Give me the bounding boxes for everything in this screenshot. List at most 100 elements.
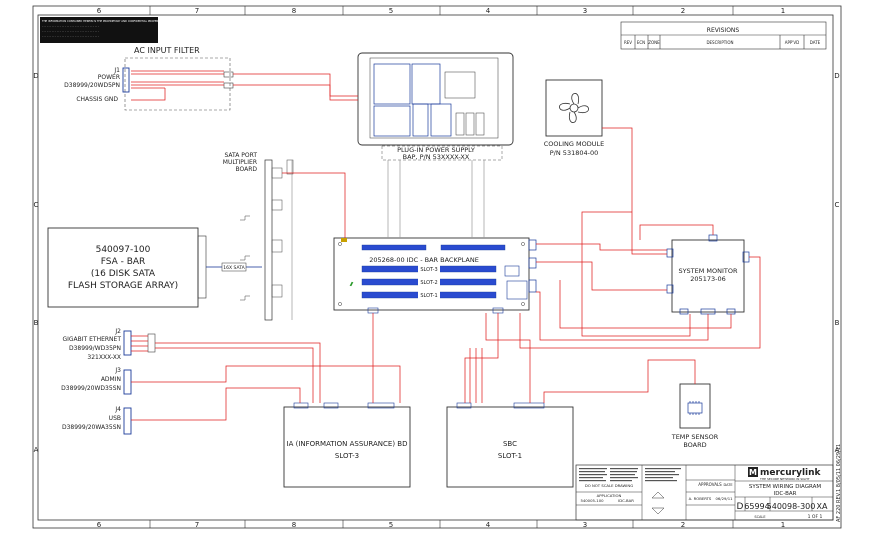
zone-row-label: B xyxy=(34,319,39,327)
j4-part-number: D38999/20WA35SN xyxy=(62,424,121,431)
backplane-header xyxy=(504,265,520,277)
zone-row-label: C xyxy=(835,201,840,209)
zone-col-label: 3 xyxy=(583,7,587,15)
backplane-side-connector xyxy=(528,239,537,251)
scale-label: SCALE xyxy=(754,515,765,519)
sata-multiplier-board: SATA PORT MULTIPLIER BOARD xyxy=(223,152,294,321)
slot-1-label: SLOT-1 xyxy=(420,293,437,299)
next-assy: 540005-100 xyxy=(580,498,604,503)
rev-col-header: DATE xyxy=(810,40,821,45)
zone-col-label: 1 xyxy=(781,7,785,15)
zone-col-label: 1 xyxy=(781,521,785,529)
idc-backplane: 205268-00 IDC - BAR BACKPLANE SLOT-3 SLO… xyxy=(333,237,537,314)
chip-icon xyxy=(687,401,703,415)
psu-heatsink xyxy=(444,71,476,99)
panel-connector-j2: J2 GIGABIT ETHERNET D38999/WD35PN 321XXX… xyxy=(62,328,156,361)
zone-row-label: A xyxy=(835,446,840,454)
j4-connector xyxy=(123,407,132,435)
monitor-connector xyxy=(700,308,716,315)
zone-col-label: 4 xyxy=(486,7,491,15)
j3-label: J3 xyxy=(114,367,121,374)
drawing-subtitle: IDC-BAR xyxy=(774,491,797,497)
system-monitor-label: SYSTEM MONITOR xyxy=(678,267,738,275)
monitor-connector xyxy=(666,248,674,258)
sata-mux-label: MULTIPLIER xyxy=(223,159,257,166)
psu-module xyxy=(411,63,441,105)
j1-part-number: D38999/20WD5PN xyxy=(64,82,120,89)
backplane-power-pin xyxy=(341,238,347,242)
scale-note: DO NOT SCALE DRAWING xyxy=(585,483,633,488)
j1-label: J1 xyxy=(113,67,120,74)
ia-board-slot: SLOT-3 xyxy=(335,452,359,460)
zone-col-label: 7 xyxy=(195,7,199,15)
zone-col-label: 8 xyxy=(292,521,296,529)
panel-connector-j4: J4 USB D38999/20WA35SN xyxy=(62,406,132,435)
projection-symbol-icon xyxy=(651,491,665,515)
company-name: mercurylink xyxy=(760,468,822,478)
power-supply: PLUG-IN POWER SUPPLY BAP, P/N 53XXXX-XX xyxy=(357,52,514,161)
psu-module xyxy=(373,105,411,137)
zone-col-label: 5 xyxy=(389,521,393,529)
psu-module xyxy=(412,103,429,137)
temp-sensor-label: TEMP SENSOR xyxy=(671,433,719,441)
backplane-bottom-connector xyxy=(492,307,504,314)
psu-label: PLUG-IN POWER SUPPLY xyxy=(397,146,475,154)
svg-text:. . . . . . . . . . . . . . .: . . . . . . . . . . . . . . . . . . . . … xyxy=(42,25,99,28)
side-revision-note: AF 220 REV.1 8/05/11 06/29/11 xyxy=(836,444,842,522)
used-on: IDC-BAR xyxy=(618,498,634,503)
revisions-block xyxy=(620,21,827,50)
j2-connector xyxy=(123,330,132,356)
zone-col-label: 3 xyxy=(583,521,587,529)
application-label: APPLICATION xyxy=(597,493,622,498)
zone-col-label: 4 xyxy=(486,521,491,529)
zone-col-label: 2 xyxy=(681,7,685,15)
psu-fuse xyxy=(475,112,485,136)
zone-columns-bottom: 6 7 8 5 4 3 2 1 xyxy=(97,520,785,529)
zone-col-label: 7 xyxy=(195,521,199,529)
zone-row-label: B xyxy=(835,319,840,327)
sata-cable-label: 16X SATA xyxy=(223,265,245,271)
psu-fuse xyxy=(455,112,465,136)
sheet-number: 1 OF 1 xyxy=(808,514,823,520)
fsa-description: FLASH STORAGE ARRAY) xyxy=(68,281,178,291)
ia-board: IA (INFORMATION ASSURANCE) BD SLOT-3 xyxy=(283,402,411,488)
rev-col-header: REV xyxy=(624,40,632,45)
cage-code: 65994 xyxy=(744,502,769,511)
fsa-name: FSA - BAR xyxy=(101,257,146,267)
system-monitor-part-number: 205173-06 xyxy=(690,275,725,283)
monitor-connector xyxy=(679,308,689,315)
fan-icon xyxy=(559,93,589,123)
backplane-side-connector xyxy=(528,279,537,293)
sata-cable-tag xyxy=(221,262,247,272)
slot-2-label: SLOT-2 xyxy=(420,280,437,286)
j2-coupler xyxy=(147,333,156,353)
zone-row-label: D xyxy=(834,72,839,80)
backplane-label: 205268-00 IDC - BAR BACKPLANE xyxy=(369,256,479,264)
fsa-description: (16 DISK SATA xyxy=(91,269,156,279)
j1-connector xyxy=(122,67,130,93)
fsa-storage-array: 540097-100 FSA - BAR (16 DISK SATA FLASH… xyxy=(47,227,262,308)
zone-columns-top: 6 7 8 5 4 3 2 1 xyxy=(97,6,785,15)
ac-input-filter: AC INPUT FILTER J1 POWER D38999/20WD5PN … xyxy=(64,46,234,111)
backplane-side-connector xyxy=(528,257,537,269)
gray-cables xyxy=(291,160,485,320)
title-block: DO NOT SCALE DRAWING APPLICATION 540005-… xyxy=(575,464,834,521)
svg-text:. . . . . . . . . . . . . . .: . . . . . . . . . . . . . . . . . . . . … xyxy=(42,35,99,38)
psu-module xyxy=(430,103,452,137)
j1-power-label: POWER xyxy=(98,74,120,81)
psu-part-number: BAP, P/N 53XXXX-XX xyxy=(403,153,470,161)
j4-label: J4 xyxy=(114,406,121,413)
filter-terminal xyxy=(223,71,234,78)
zone-row-label: C xyxy=(34,201,39,209)
svg-text:. . . . . . . . . . . . . . .: . . . . . . . . . . . . . . . . . . . . … xyxy=(42,30,99,33)
ia-board-label: IA (INFORMATION ASSURANCE) BD xyxy=(287,440,408,448)
j3-connector xyxy=(123,369,132,395)
zone-col-label: 2 xyxy=(681,521,685,529)
temp-sensor-label: BOARD xyxy=(683,441,706,449)
j3-part-number: D38999/20WD35SN xyxy=(61,385,121,392)
sbc-board: SBC SLOT-1 xyxy=(446,402,574,488)
monitor-connector xyxy=(666,284,674,294)
psu-module xyxy=(373,63,411,105)
zone-rows: D C B A D C B A xyxy=(33,72,839,454)
